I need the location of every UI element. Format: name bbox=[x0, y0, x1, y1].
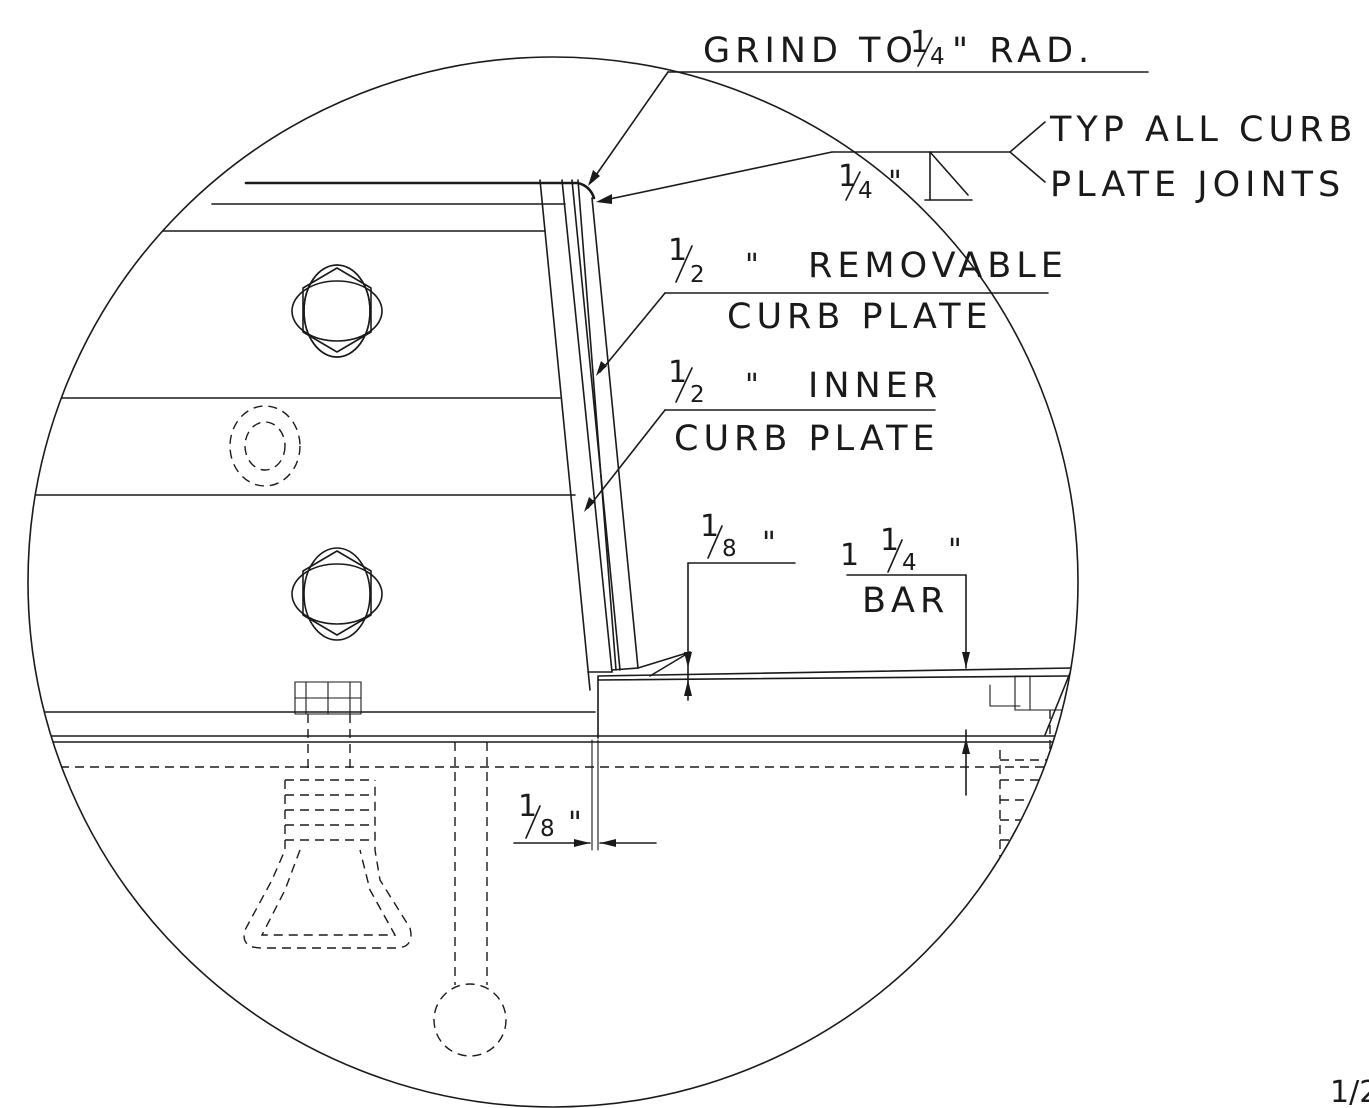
gap-top-fraction-den: 8 bbox=[722, 536, 737, 562]
grind-fraction-num: 1 bbox=[910, 25, 929, 60]
inner-unit-text: " bbox=[745, 368, 759, 403]
removable-word: REMOVABLE bbox=[808, 246, 1068, 286]
bar-whole-number: 1 bbox=[840, 538, 859, 573]
removable-curb-plate bbox=[577, 179, 639, 671]
bar-unit-text: " bbox=[948, 533, 962, 568]
removable-fraction-num: 1 bbox=[668, 233, 687, 268]
removable-plate-callout bbox=[596, 292, 1049, 376]
inner-plate-callout bbox=[584, 409, 936, 512]
gap-top-unit-text: " bbox=[762, 526, 776, 561]
detail-circle bbox=[27, 56, 1079, 1108]
gap-top-dimension bbox=[684, 562, 796, 701]
bar-fraction-den: 4 bbox=[902, 550, 917, 576]
typ-line2: PLATE JOINTS bbox=[1050, 165, 1345, 205]
hex-bolt-upper bbox=[291, 264, 383, 358]
detail-contents bbox=[29, 179, 1073, 1057]
bar-fraction-num: 1 bbox=[880, 523, 899, 558]
hex-bolt-lower bbox=[291, 547, 383, 641]
removable-fraction-den: 2 bbox=[690, 262, 705, 288]
gap-bottom-fraction-den: 8 bbox=[540, 816, 555, 842]
bar-line2: BAR bbox=[862, 581, 949, 621]
bar-dimension bbox=[846, 574, 970, 796]
hidden-bolt bbox=[229, 405, 301, 487]
grind-fraction-den: 4 bbox=[930, 44, 945, 70]
anchor-stud-left bbox=[243, 681, 412, 949]
inner-curb-plate bbox=[561, 179, 621, 673]
weld-symbol-callout bbox=[596, 121, 1046, 204]
inner-fraction-den: 2 bbox=[690, 382, 705, 408]
gap-bottom-dimension bbox=[513, 839, 657, 847]
inner-fraction-num: 1 bbox=[668, 355, 687, 390]
inner-word: INNER bbox=[808, 366, 942, 406]
anchor-stud-right bbox=[989, 675, 1071, 900]
gap-bottom-unit-text: " bbox=[568, 806, 582, 841]
gap-top-fraction-num: 1 bbox=[700, 509, 719, 544]
grind-callout bbox=[588, 71, 1149, 186]
removable-unit-text: " bbox=[745, 248, 759, 283]
corner-cut-text: 1/2 bbox=[1330, 1075, 1369, 1108]
grind-text: GRIND TO bbox=[703, 31, 918, 71]
anchor-rod bbox=[433, 742, 507, 1057]
weld-fraction-den: 4 bbox=[858, 178, 873, 204]
gap-bottom-fraction-num: 1 bbox=[518, 789, 537, 824]
typ-line1: TYP ALL CURB bbox=[1049, 110, 1357, 150]
weld-unit-text: " bbox=[888, 165, 902, 200]
bar-plate bbox=[597, 651, 1073, 739]
removable-line2: CURB PLATE bbox=[727, 297, 993, 337]
grind-unit-text: " RAD. bbox=[952, 31, 1094, 71]
inner-line2: CURB PLATE bbox=[674, 419, 940, 459]
weld-fraction-num: 1 bbox=[838, 159, 857, 194]
